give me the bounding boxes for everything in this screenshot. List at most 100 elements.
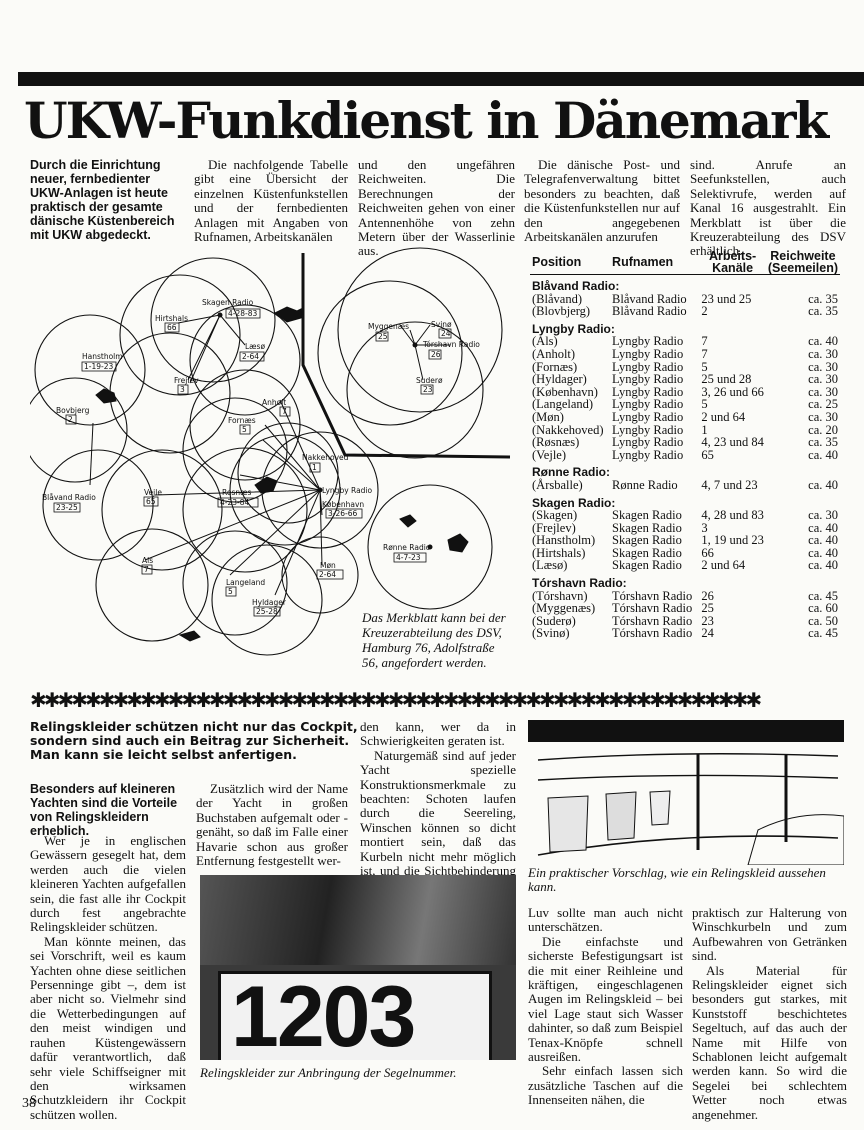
table-cell: ca. 35	[808, 291, 838, 306]
table-cell: 7	[701, 346, 708, 361]
header-reichweite: Reichweite (Seemeilen)	[767, 249, 838, 275]
map-label-myggenaes: Myggenæs	[368, 322, 409, 331]
map-channels-als: 7	[144, 565, 149, 574]
map-label-mon: Møn	[320, 561, 336, 570]
table-cell: (Als)	[532, 334, 558, 349]
table-cell: Tórshavn Radio	[612, 626, 693, 641]
top-rule-bar	[18, 72, 864, 86]
table-cell: ca. 50	[808, 613, 838, 628]
map-channels-mon: 2-64	[319, 570, 336, 579]
table-cell: 65	[701, 447, 714, 462]
table-cell: 5	[701, 397, 708, 412]
article2-lead: Besonders auf kleineren Yachten sind die…	[30, 782, 178, 838]
table-cell: ca. 40	[808, 334, 838, 349]
table-cell: Lyngby Radio	[612, 435, 684, 450]
decorative-divider: ✱✱✱✱✱✱✱✱✱✱✱✱✱✱✱✱✱✱✱✱✱✱✱✱✱✱✱✱✱✱✱✱✱✱✱✱✱✱✱✱…	[30, 688, 762, 712]
map-channels-sudero: 23	[423, 385, 433, 394]
table-cell: 2 und 64	[701, 558, 746, 573]
intro-lead: Durch die Einrichtung neuer, fernbedient…	[30, 158, 175, 242]
table-cell: Lyngby Radio	[612, 334, 684, 349]
header-rufnamen: Rufnamen	[612, 254, 674, 269]
table-cell: ca. 45	[808, 588, 838, 603]
intro-col2: Die nachfolgende Tabelle gibt eine Übers…	[194, 157, 348, 245]
table-cell: Rønne Radio	[612, 477, 678, 492]
table-cell: (Hyldager)	[532, 372, 587, 387]
table-cell: ca. 45	[808, 626, 838, 641]
map-channels-resnaes: 4-23-84	[220, 498, 249, 507]
table-cell: (København)	[532, 384, 598, 399]
table-cell: 2 und 64	[701, 409, 746, 424]
table-cell: 24	[701, 626, 714, 641]
table-group-header: Blåvand Radio:	[532, 279, 620, 293]
map-label-skagen: Skagen Radio	[202, 298, 254, 307]
article2-col4-p1: Luv sollte man auch nicht unterschätzen.	[528, 905, 683, 935]
table-cell: 26	[701, 588, 714, 603]
table-cell: 3	[701, 520, 708, 535]
map-channels-anholt: 7	[282, 407, 287, 416]
map-label-torshavn: Tórshavn Radio	[422, 340, 480, 349]
table-cell: 4, 7 und 23	[701, 477, 758, 492]
table-cell: 66	[701, 545, 714, 560]
article2-col1-p1: Wer je in englischen Gewässern gesegelt …	[30, 833, 186, 935]
map-channels-fornaes: 5	[242, 425, 247, 434]
map-channels-bovbjerg: 2	[68, 415, 73, 424]
table-group-header: Skagen Radio:	[532, 495, 616, 510]
article2-subhead: Relingskleider schützen nicht nur das Co…	[30, 719, 358, 762]
article2-col3: den kann, wer da in Schwierigkeiten gera…	[360, 719, 516, 893]
map-label-laeso: Læsø	[245, 342, 265, 351]
article2-col2-p1: Zusätzlich wird der Name der Yacht in gr…	[196, 781, 348, 869]
table-cell: ca. 30	[808, 409, 838, 424]
article2-col5-p2: Als Material für Relingskleider eignet s…	[692, 962, 847, 1122]
table-group-header: Lyngby Radio:	[532, 321, 615, 336]
table-cell: 2	[701, 304, 708, 319]
table-cell: ca. 40	[808, 520, 838, 535]
table-cell: 1	[701, 422, 708, 437]
table-cell: ca. 35	[808, 304, 838, 319]
table-cell: Blåvand Radio	[612, 304, 687, 319]
table-cell: ca. 40	[808, 477, 838, 492]
map-channels-myggenaes: 25	[378, 332, 388, 341]
table-cell: ca. 40	[808, 545, 838, 560]
sail-number-photo: 1203	[200, 875, 516, 1060]
table-cell: (Anholt)	[532, 346, 576, 361]
map-label-ronne: Rønne Radio	[383, 543, 431, 552]
article2-col1: Wer je in englischen Gewässern gesegelt …	[30, 833, 186, 1122]
map-label-lyngby: Lyngby Radio	[322, 486, 373, 495]
map-label-bovbjerg: Bovbjerg	[56, 406, 90, 415]
article2-col3-p2: Naturgemäß sind auf jeder Yacht speziell…	[360, 747, 516, 892]
map-channels-skagen: 4-28-83	[228, 309, 257, 318]
map-label-svino: Svinø	[431, 320, 452, 329]
article2-col4-p3: Sehr einfach lassen sich zusätzliche Tas…	[528, 1063, 683, 1108]
table-cell: Skagen Radio	[612, 558, 682, 573]
map-channels-hanstholm: 1-19-23	[84, 362, 113, 371]
sail-number: 1203	[231, 969, 416, 1060]
table-cell: (Blåvand)	[532, 291, 582, 306]
header-position: Position	[532, 254, 582, 269]
radio-table: Position Rufnamen Arbeits-Kanäle Reichwe…	[530, 250, 840, 640]
table-cell: Tórshavn Radio	[612, 613, 693, 628]
table-cell: (Svinø)	[532, 626, 570, 641]
table-cell: (Nakkehoved)	[532, 422, 604, 437]
map-channels-vejle: 65	[146, 497, 156, 506]
table-group-header: Tórshavn Radio:	[532, 576, 627, 591]
map-channels-laeso: 2-64	[242, 352, 259, 361]
table-cell: (Tórshavn)	[532, 588, 588, 603]
article2-col5-p1: praktisch zur Halterung von Winschkurbel…	[692, 905, 847, 964]
article2-col4: Luv sollte man auch nicht unterschätzen.…	[528, 905, 683, 1108]
map-label-blavand: Blåvand Radio	[42, 493, 96, 502]
table-cell: ca. 30	[808, 508, 838, 523]
table-cell: 23 und 25	[701, 291, 752, 306]
article2-col5: praktisch zur Halterung von Winschkurbel…	[692, 905, 847, 1122]
map-label-sudero: Suderø	[416, 376, 443, 385]
map-label-fornaes: Fornæs	[228, 416, 256, 425]
table-cell: 4, 28 und 83	[701, 508, 764, 523]
table-cell: Lyngby Radio	[612, 384, 684, 399]
table-cell: 25	[701, 601, 714, 616]
